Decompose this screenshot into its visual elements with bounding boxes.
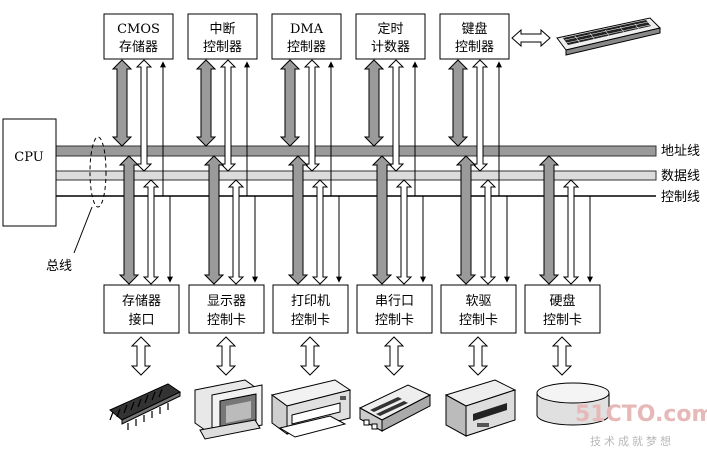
bottom-box-printer: 打印机 控制卡: [272, 284, 349, 334]
bottom-box-line2: 控制卡: [291, 313, 330, 328]
bus-label-leader: [73, 206, 93, 254]
hard-disk-icon: [536, 382, 610, 426]
bottom-box-line1: 打印机: [291, 294, 330, 309]
top-connector-dma: [279, 59, 334, 196]
top-box-line2: 计数器: [371, 40, 410, 55]
data-bus-line: [55, 170, 657, 181]
top-box-dma: DMA 控制器: [271, 13, 342, 60]
top-box-line2: 控制器: [287, 40, 326, 55]
top-box-interrupt: 中断 控制器: [187, 13, 258, 60]
bottom-box-line2: 控制卡: [207, 313, 246, 328]
top-box-line1: 定时: [377, 22, 403, 37]
bottom-box-display: 显示器 控制卡: [188, 284, 265, 334]
bottom-connector-printer: [287, 155, 342, 285]
top-box-line1: 中断: [209, 22, 235, 37]
bottom-connector-floppy: [455, 155, 510, 285]
bottom-box-line2: 控制卡: [543, 313, 582, 328]
top-connector-interrupt: [195, 59, 250, 196]
serial-modem-icon: [358, 384, 432, 432]
top-box-cmos: CMOS 存储器: [103, 13, 174, 60]
bottom-box-line1: 存储器: [122, 294, 161, 309]
watermark-brand: 51CTO.com: [575, 402, 707, 427]
top-connector-timer: [363, 59, 418, 196]
bottom-box-serial: 串行口 控制卡: [356, 284, 433, 334]
bottom-connector-serial: [371, 155, 426, 285]
bottom-box-line1: 硬盘: [549, 293, 575, 309]
bottom-box-line2: 控制卡: [459, 313, 498, 328]
floppy-drive-icon: [444, 379, 517, 437]
keyboard-link-arrow: [511, 28, 551, 48]
watermark-slogan: 技术成就梦想: [590, 434, 674, 448]
top-connectors: [111, 59, 502, 196]
bottom-box-line1: 软驱: [465, 294, 491, 309]
bottom-box-line1: 显示器: [207, 294, 246, 309]
bottom-box-memory: 存储器 接口: [103, 284, 180, 334]
bottom-connector-display: [203, 155, 258, 285]
top-box-keyboard: 键盘 控制器: [439, 13, 510, 60]
top-connector-keyboard: [447, 59, 502, 196]
keyboard-icon: [556, 17, 661, 56]
top-box-timer: 定时 计数器: [355, 13, 426, 60]
bottom-box-line2: 接口: [128, 312, 154, 328]
top-connector-cmos: [111, 59, 166, 196]
bus-bundle-ellipse: [89, 136, 107, 208]
cpu-box: [2, 118, 57, 227]
bottom-box-line2: 控制卡: [375, 313, 414, 328]
top-box-line2: 存储器: [119, 40, 158, 55]
cpu-label: CPU: [14, 150, 43, 165]
top-box-line1: CMOS: [117, 22, 160, 37]
top-box-line2: 控制器: [203, 40, 242, 55]
bottom-connector-harddisk: [538, 155, 593, 285]
bottom-box-harddisk: 硬盘 控制卡: [524, 284, 601, 334]
bus-label: 总线: [46, 259, 72, 274]
device-arrows: [130, 336, 573, 376]
bottom-connectors: [118, 155, 593, 285]
printer-icon: [270, 379, 352, 438]
top-box-line1: DMA: [290, 22, 324, 37]
bottom-controllers: 存储器 接口 显示器 控制卡 打印机 控制卡 串行口 控制卡 软驱 控制卡 硬盘…: [103, 284, 601, 334]
bus-line-label-control: 控制线: [661, 190, 700, 205]
top-controllers: CMOS 存储器 中断 控制器 DMA 控制器 定时 计数器 键盘 控制器: [103, 13, 510, 60]
bottom-box-floppy: 软驱 控制卡: [440, 284, 517, 334]
top-box-line1: 键盘: [461, 21, 487, 37]
bus-line-label-address: 地址线: [661, 144, 700, 159]
memory-chip-icon: [109, 383, 182, 430]
bottom-box-line1: 串行口: [375, 294, 414, 309]
top-box-line2: 控制器: [455, 40, 494, 55]
monitor-icon: [194, 379, 263, 440]
bus-line-label-data: 数据线: [661, 169, 700, 184]
bottom-connector-memory: [118, 155, 173, 285]
